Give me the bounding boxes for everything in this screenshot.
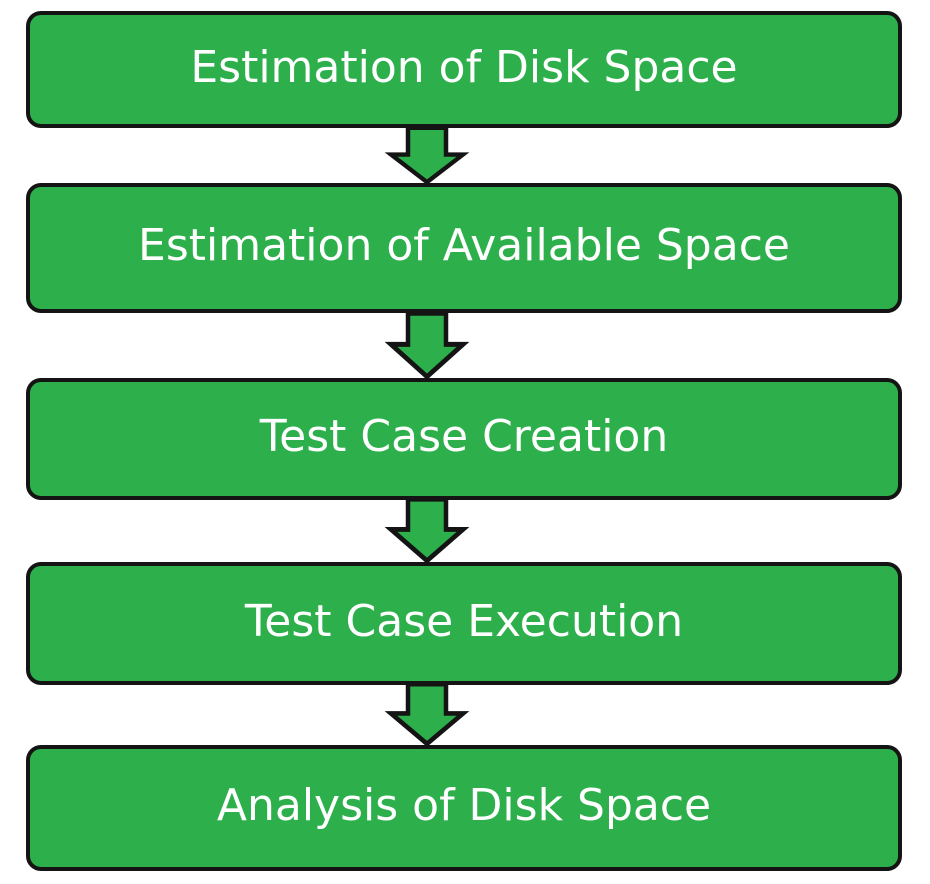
step-label: Analysis of Disk Space — [216, 780, 712, 831]
step-box-analysis-disk-space: Analysis of Disk Space — [26, 745, 902, 871]
step-label: Test Case Creation — [259, 411, 669, 462]
step-box-test-case-execution: Test Case Execution — [26, 562, 902, 685]
step-label: Estimation of Disk Space — [190, 41, 738, 93]
down-arrow-icon — [384, 125, 470, 185]
step-label: Test Case Execution — [244, 595, 684, 647]
down-arrow-icon — [384, 310, 470, 380]
step-label: Estimation of Available Space — [138, 220, 790, 271]
step-box-test-case-creation: Test Case Creation — [26, 378, 902, 500]
step-box-estimation-disk-space: Estimation of Disk Space — [26, 11, 902, 128]
step-box-estimation-available-space: Estimation of Available Space — [26, 183, 902, 313]
down-arrow-icon — [384, 496, 470, 564]
down-arrow-icon — [384, 681, 470, 747]
